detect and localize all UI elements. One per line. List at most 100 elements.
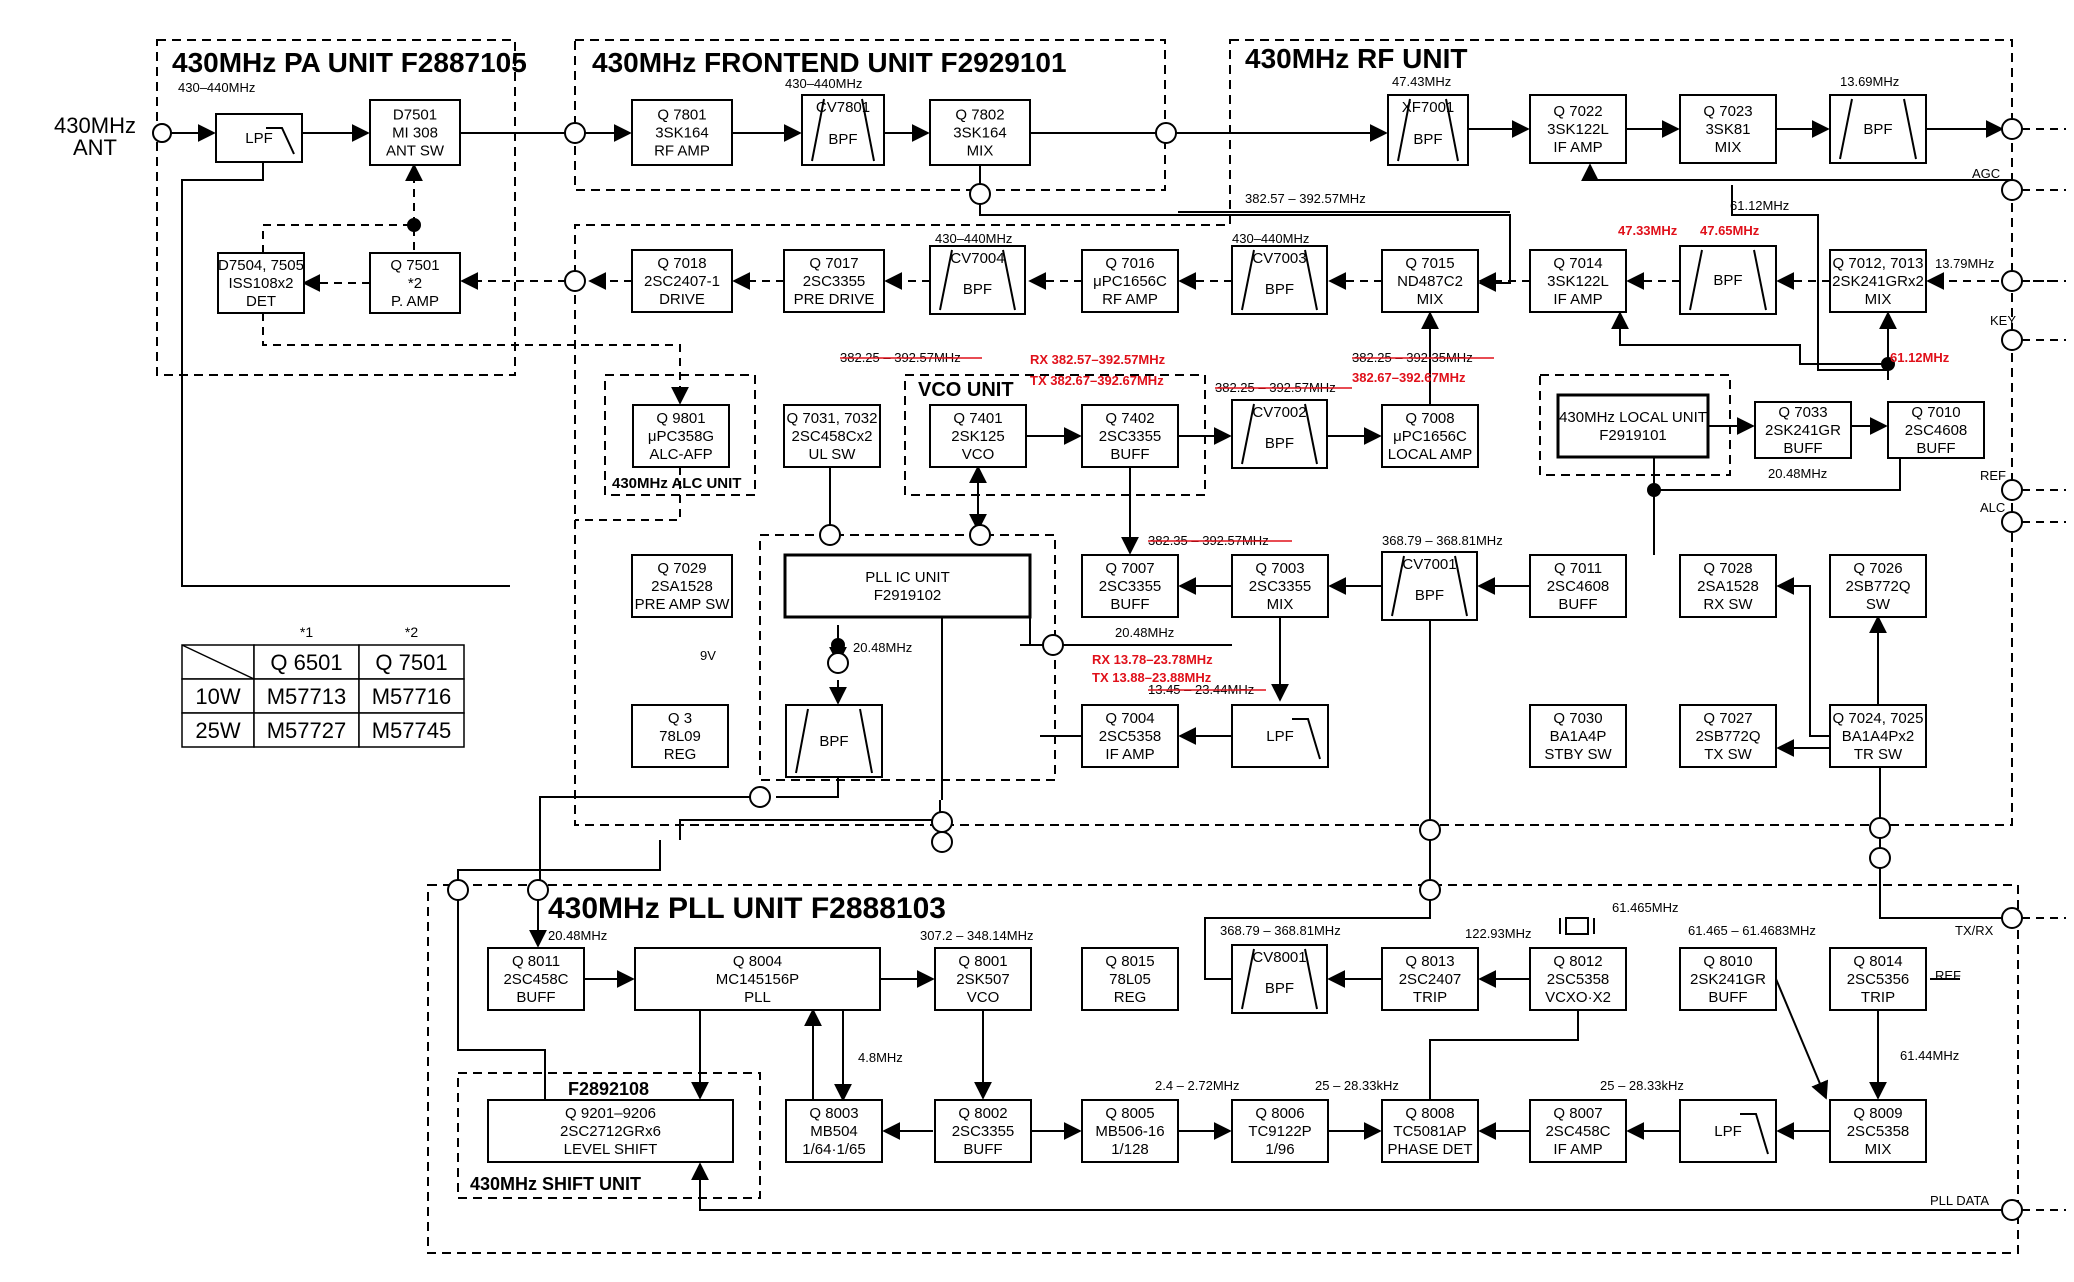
block-q7401-text-2: 2SK125: [951, 428, 1004, 445]
connector-terminal[interactable]: [564, 270, 586, 292]
block-q8006-text-3: 1/96: [1265, 1141, 1294, 1158]
signal-path-1: [262, 224, 415, 253]
connector-terminal[interactable]: [1042, 634, 1064, 656]
red-label-f4733: 47.33MHz: [1618, 223, 1678, 238]
block-q8010-text-3: BUFF: [1708, 989, 1747, 1006]
connector-terminal[interactable]: [2001, 118, 2023, 140]
connector-terminal[interactable]: [447, 879, 469, 901]
block-cv7002-text-1: CV7002: [1252, 404, 1306, 421]
connector-terminal[interactable]: [2001, 179, 2023, 201]
block-q7008-text-3: LOCAL AMP: [1388, 446, 1472, 463]
connector-terminal[interactable]: [931, 811, 953, 833]
block-q7023-text-3: MIX: [1715, 139, 1742, 156]
connector-terminal[interactable]: [2001, 270, 2023, 292]
block-q7027-text-2: 2SB772Q: [1695, 728, 1760, 745]
block-bpf-1369-text-1: BPF: [1863, 121, 1892, 138]
wire-81: [1204, 900, 1431, 980]
connector-terminal[interactable]: [2001, 329, 2023, 351]
connector-terminal[interactable]: [2001, 907, 2023, 929]
connector-terminal[interactable]: [749, 786, 771, 808]
connector-terminal[interactable]: [819, 524, 841, 546]
connector-terminal[interactable]: [1155, 122, 1177, 144]
block-lpf-if: LPF: [1231, 704, 1329, 768]
block-local-text-1: 430MHz LOCAL UNIT: [1559, 409, 1707, 426]
block-pllic-text-1: PLL IC UNIT: [865, 569, 949, 586]
connector-terminal[interactable]: [2001, 511, 2023, 533]
connector-terminal[interactable]: [1869, 847, 1891, 869]
block-cv7002-text-2: BPF: [1265, 435, 1294, 452]
label-v9: 9V: [700, 648, 716, 663]
wire-63: [539, 796, 758, 880]
block-q8013-text-1: Q 8013: [1405, 953, 1454, 970]
block-q7024-text-1: Q 7024, 7025: [1833, 710, 1924, 727]
block-cv7001-text-1: CV7001: [1402, 556, 1456, 573]
block-q8005-text-2: MB506-16: [1095, 1123, 1164, 1140]
connector-terminal[interactable]: [1419, 879, 1441, 901]
connector-terminal[interactable]: [527, 879, 549, 901]
block-bpf-47: BPF: [1679, 245, 1777, 315]
block-d7501-text-3: ANT SW: [386, 143, 445, 160]
connector-terminal[interactable]: [1869, 817, 1891, 839]
block-q7003-text-3: MIX: [1267, 596, 1294, 613]
connector-terminal[interactable]: [1419, 819, 1441, 841]
antenna-label-line2: ANT: [73, 135, 117, 160]
label-f61465: 61.465MHz: [1612, 900, 1678, 915]
label-f430-440-b: 430–440MHz: [785, 76, 862, 91]
block-q9801-text-1: Q 9801: [656, 410, 705, 427]
block-q7010-text-1: Q 7010: [1911, 404, 1960, 421]
connector-terminal[interactable]: [931, 831, 953, 853]
block-q8015-text-2: 78L05: [1109, 971, 1151, 988]
block-q9201-text-1: Q 9201–9206: [565, 1105, 656, 1122]
connector-terminal[interactable]: [827, 652, 849, 674]
label-f25b: 25 – 28.33kHz: [1600, 1078, 1684, 1093]
block-q7008-text-1: Q 7008: [1405, 410, 1454, 427]
wire-87: [457, 840, 661, 880]
pa-unit-border: [156, 39, 516, 376]
block-q8015-text-3: REG: [1114, 989, 1147, 1006]
antenna-terminal[interactable]: [152, 123, 172, 143]
block-q8005-text-1: Q 8005: [1105, 1105, 1154, 1122]
block-q8013-text-2: 2SC2407: [1399, 971, 1462, 988]
connector-terminal[interactable]: [564, 122, 586, 144]
label-f430-440-d: 430–440MHz: [1232, 231, 1309, 246]
table-cell-text: M57727: [267, 718, 347, 743]
block-q7030-text-2: BA1A4P: [1550, 728, 1607, 745]
block-q7402-text-3: BUFF: [1110, 446, 1149, 463]
connector-terminal[interactable]: [2001, 1199, 2023, 1221]
block-q8004-text-2: MC145156P: [716, 971, 799, 988]
block-q7015-text-3: MIX: [1417, 291, 1444, 308]
block-q7012-text-1: Q 7012, 7013: [1833, 255, 1924, 272]
block-q7501-text-3: P. AMP: [391, 293, 439, 310]
connector-terminal[interactable]: [969, 183, 991, 205]
block-q8007-text-2: 2SC458C: [1545, 1123, 1610, 1140]
label-f430-440-c: 430–440MHz: [935, 231, 1012, 246]
block-q7008-text-2: μPC1656C: [1393, 428, 1467, 445]
block-q8002-text-2: 2SC3355: [952, 1123, 1015, 1140]
block-q8007-text-3: IF AMP: [1553, 1141, 1602, 1158]
block-q7031-text-2: 2SC458Cx2: [792, 428, 873, 445]
block-q8009-text-2: 2SC5358: [1847, 1123, 1910, 1140]
block-q7022-text-3: IF AMP: [1553, 139, 1602, 156]
connector-terminal[interactable]: [2001, 479, 2023, 501]
connector-terminal[interactable]: [969, 524, 991, 546]
block-q7026-text-3: SW: [1866, 596, 1891, 613]
block-q7010-text-2: 2SC4608: [1905, 422, 1968, 439]
block-q7024-text-3: TR SW: [1854, 746, 1903, 763]
